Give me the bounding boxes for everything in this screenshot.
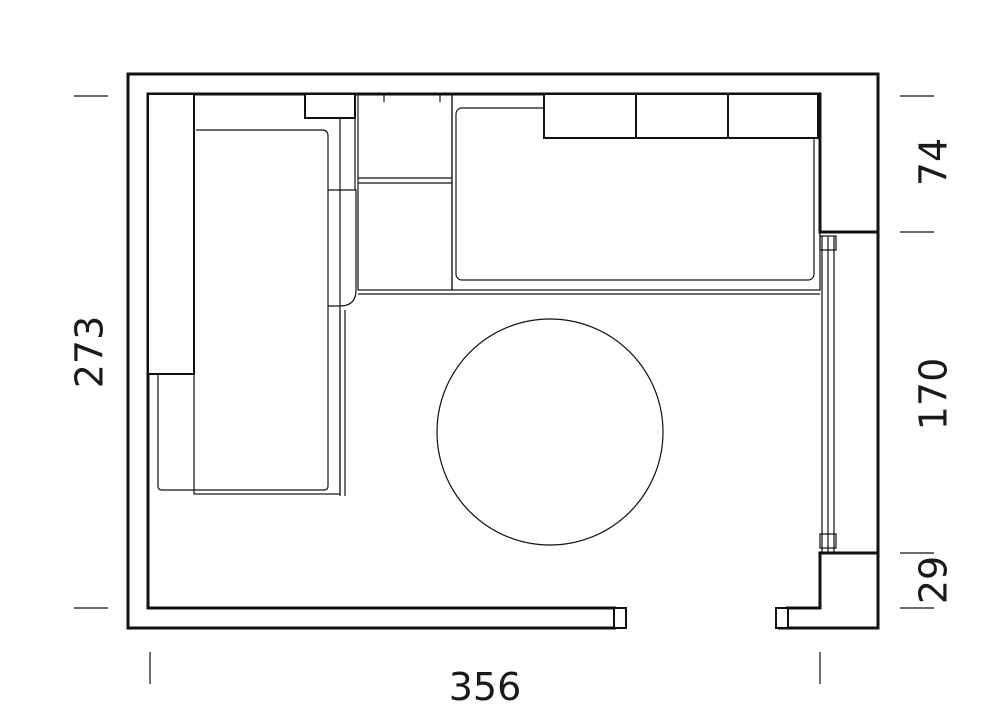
inner-wall-lower [786, 551, 878, 610]
drawer-2 [635, 93, 729, 139]
left-bed-mattress [157, 129, 329, 491]
outer-wall [126, 72, 880, 630]
dimension-wall-top: 74 [912, 138, 956, 186]
shelving [304, 93, 453, 307]
dimension-room-depth: 273 [68, 316, 112, 389]
room-walls [126, 72, 880, 630]
inner-wall-upper [146, 92, 878, 610]
dimension-wall-bottom: 29 [912, 556, 956, 604]
left-bed-headboard [147, 93, 195, 375]
drawer-3 [727, 93, 819, 139]
window [819, 235, 837, 552]
left-bed [147, 93, 346, 496]
door-jamb-right [775, 607, 789, 629]
door-jamb-left [613, 607, 627, 629]
round-table [436, 318, 664, 546]
right-bed [358, 93, 821, 295]
drawer-1 [543, 93, 637, 139]
dimension-room-width: 356 [449, 665, 522, 709]
dimension-window: 170 [912, 358, 956, 431]
dimension-ticks [74, 95, 934, 684]
